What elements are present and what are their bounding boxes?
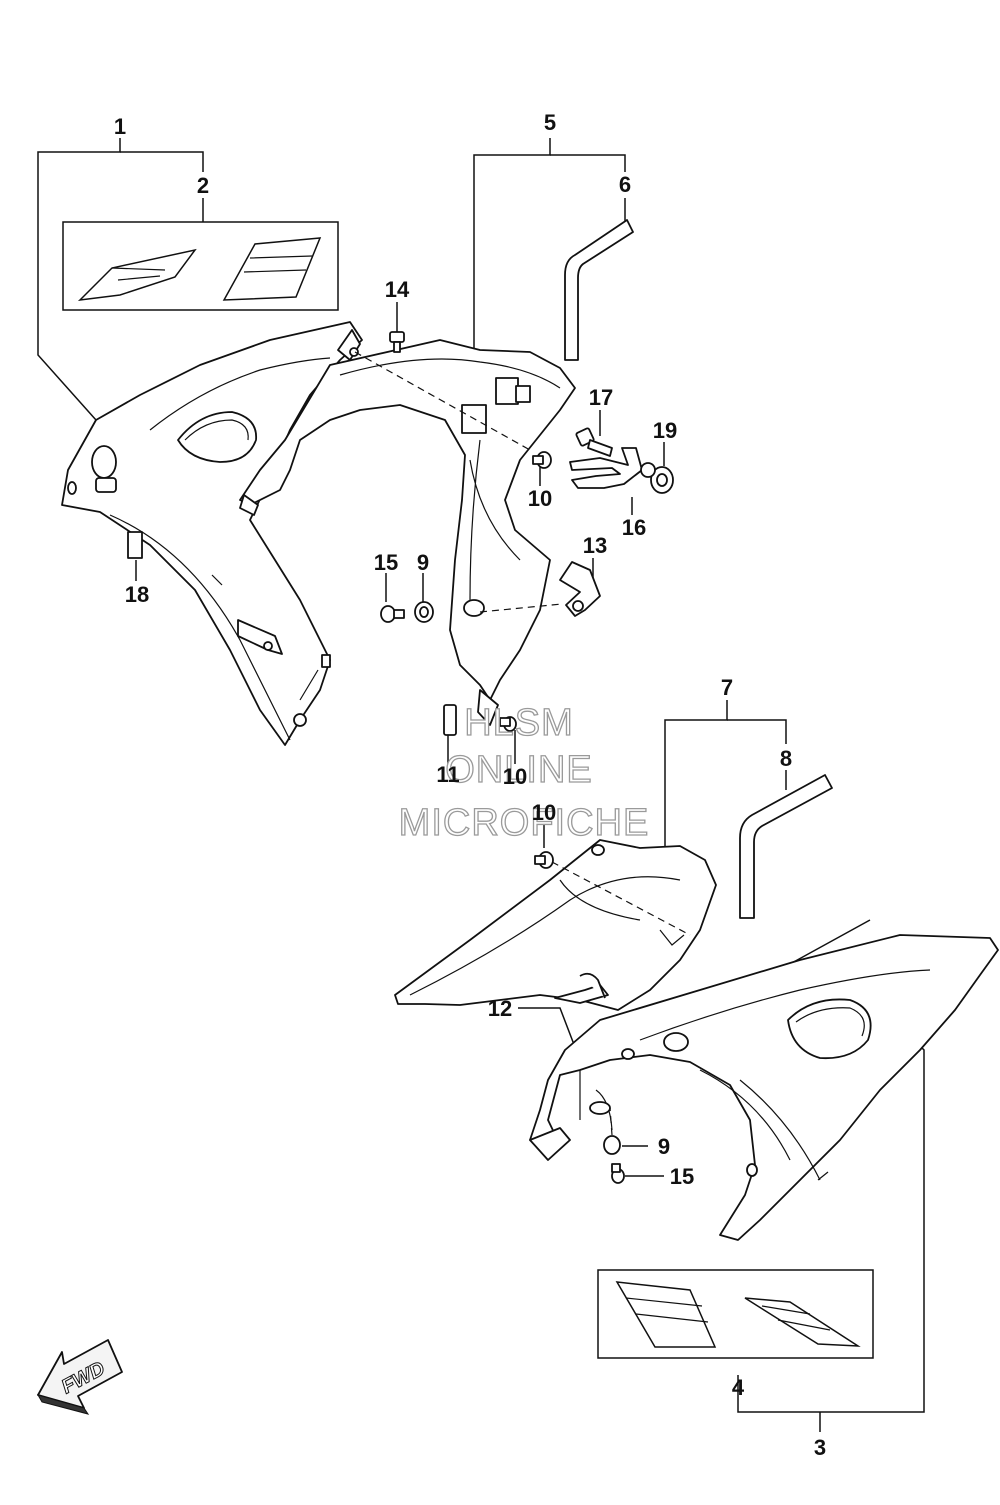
callout-18: 18 bbox=[125, 582, 149, 607]
callout-numbers: 1 2 3 4 5 6 7 8 9 9 10 10 10 11 12 13 14… bbox=[114, 110, 826, 1460]
bolt-17 bbox=[575, 427, 613, 457]
callout-15-lower: 15 bbox=[670, 1164, 694, 1189]
callout-2: 2 bbox=[197, 173, 209, 198]
label-18 bbox=[127, 531, 143, 559]
left-side-cowling bbox=[61, 321, 363, 746]
callout-11: 11 bbox=[436, 762, 459, 787]
decal-box-2 bbox=[62, 221, 339, 311]
bolt-14 bbox=[389, 331, 405, 353]
callout-12: 12 bbox=[488, 996, 512, 1021]
alignment-lines bbox=[354, 351, 691, 1136]
watermark-line-2: ONLINE bbox=[445, 749, 592, 791]
nut-9-upper bbox=[414, 601, 434, 623]
callout-6: 6 bbox=[619, 172, 631, 197]
screw-15-lower bbox=[611, 1163, 625, 1184]
callout-10-lower: 10 bbox=[532, 800, 556, 825]
screw-10-middle bbox=[499, 716, 517, 732]
trim-strip-6 bbox=[564, 219, 634, 361]
decal-box-4 bbox=[597, 1269, 874, 1359]
callout-3: 3 bbox=[814, 1435, 826, 1460]
callout-1: 1 bbox=[114, 114, 126, 139]
watermark-line-3: MICROFICHE bbox=[399, 802, 650, 844]
clip-11 bbox=[443, 704, 457, 736]
screw-10-lower bbox=[534, 851, 554, 869]
bracket-16 bbox=[569, 447, 656, 489]
callout-9-lower: 9 bbox=[658, 1134, 670, 1159]
watermark-line-1: HLSM bbox=[464, 702, 574, 744]
nut-9-lower bbox=[603, 1135, 621, 1155]
callout-15-upper: 15 bbox=[374, 550, 398, 575]
callout-17: 17 bbox=[589, 385, 613, 410]
screw-15-upper bbox=[380, 605, 405, 623]
callout-5: 5 bbox=[544, 110, 556, 135]
left-inner-panel bbox=[239, 329, 576, 726]
watermark: HLSM ONLINE MICROFICHE bbox=[398, 701, 650, 844]
trim-strip-8 bbox=[739, 774, 833, 919]
right-inner-panel bbox=[394, 839, 717, 1011]
callout-13: 13 bbox=[583, 533, 607, 558]
callout-19: 19 bbox=[653, 418, 677, 443]
screw-10-upper bbox=[532, 451, 552, 469]
grommet-19 bbox=[650, 466, 674, 494]
callout-14: 14 bbox=[385, 277, 410, 302]
fwd-arrow: FWD bbox=[36, 1339, 123, 1415]
callout-8: 8 bbox=[780, 746, 792, 771]
callout-10-middle: 10 bbox=[503, 764, 527, 789]
callout-10-upper: 10 bbox=[528, 486, 552, 511]
right-side-cowling bbox=[529, 934, 999, 1241]
callout-4: 4 bbox=[732, 1375, 745, 1400]
bracket-13 bbox=[559, 561, 601, 617]
fasteners bbox=[127, 331, 674, 1184]
callout-9-upper: 9 bbox=[417, 550, 429, 575]
callout-16: 16 bbox=[622, 515, 646, 540]
callout-7: 7 bbox=[721, 675, 733, 700]
